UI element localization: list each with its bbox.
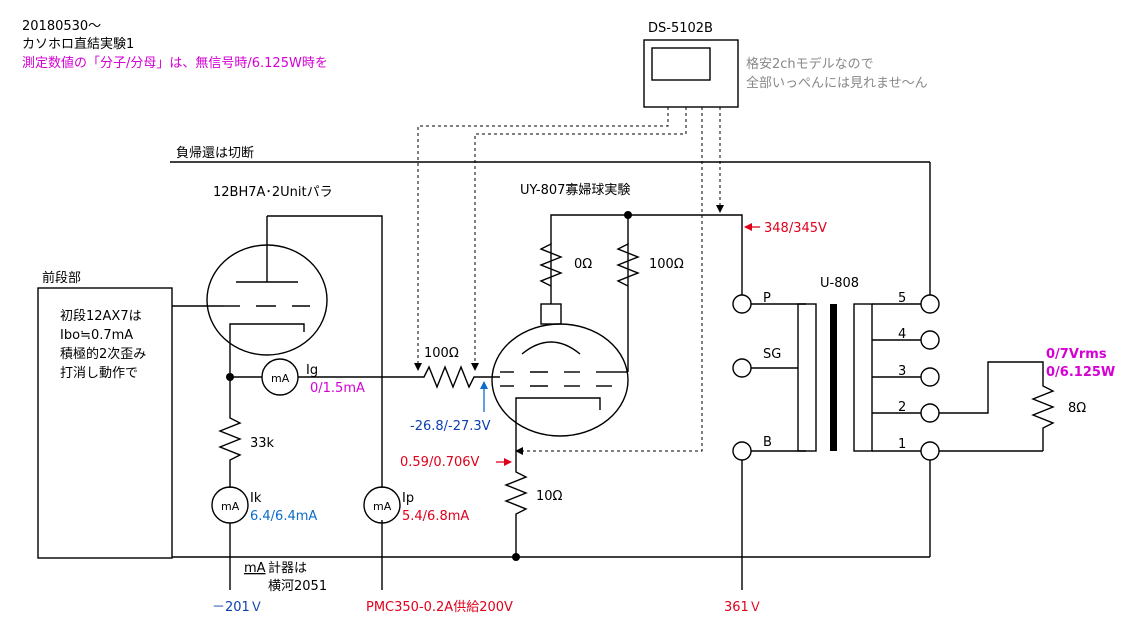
- output-tube-plate: [521, 341, 581, 355]
- terminal-4-label: 4: [898, 327, 906, 342]
- front-end-line3: 積極的2次歪み: [60, 346, 146, 362]
- output-tube-label: UY-807寡婦球実験: [520, 182, 630, 198]
- secondary-winding: [853, 303, 873, 452]
- plate-supply-label: 361Ｖ: [724, 600, 762, 615]
- meter-ik-value: 6.4/6.4mA: [250, 509, 317, 524]
- front-end-block: 前段部 初段12AX7は Ibo≒0.7mA 積極的2次歪み 打消し動作で: [37, 270, 173, 559]
- transformer-core: [830, 304, 837, 451]
- output-tube-cathode: [515, 397, 601, 420]
- probe-lead-grid2: [471, 107, 687, 371]
- front-end-title: 前段部: [42, 270, 81, 286]
- terminal-b-label: B: [763, 435, 772, 450]
- resistor-cathode-10: [504, 466, 528, 557]
- driver-tube-label: 12BH7A･2Unitパラ: [213, 185, 333, 200]
- terminal-5-label: 5: [898, 291, 906, 306]
- experiment-title: カソホロ直結実験1: [22, 36, 134, 52]
- terminal-1-label: 1: [898, 437, 906, 452]
- front-end-line1: 初段12AX7は: [60, 309, 142, 324]
- driver-plate-wire: [267, 215, 383, 488]
- output-tube: UY-807寡婦球実験: [491, 182, 630, 437]
- negative-supply-label: －201Ｖ: [212, 600, 263, 615]
- primary-winding: [797, 303, 817, 452]
- oscilloscope: DS-5102B 格安2chモデルなので 全部いっぺんには見れませ～ん: [643, 21, 928, 108]
- cathode-voltage: 0.59/0.706V: [400, 455, 480, 470]
- oscilloscope-body: [643, 39, 739, 108]
- scope-probe-leads: [414, 107, 724, 455]
- resistor-screen-100-value: 100Ω: [649, 257, 684, 272]
- resistor-grid-100: [418, 365, 500, 389]
- oscilloscope-screen: [651, 47, 711, 81]
- scope-note-line2: 全部いっぺんには見れませ～ん: [746, 75, 928, 91]
- header-notes: 20180530～ カソホロ直結実験1 測定数値の「分子/分母」は、無信号時/6…: [22, 19, 328, 71]
- probe-lead-cathode: [515, 107, 703, 455]
- terminal-5: [920, 294, 940, 314]
- resistor-screen-0: [539, 242, 563, 292]
- output-tube-envelope: [491, 323, 629, 437]
- output-voltage: 0/7Vrms: [1046, 347, 1107, 362]
- terminal-sg: [732, 358, 752, 378]
- terminal-1: [920, 441, 940, 461]
- plate-bus: [550, 214, 743, 295]
- resistor-grid-value: 100Ω: [424, 346, 459, 361]
- driver-tube: 12BH7A･2Unitパラ: [172, 185, 333, 356]
- resistor-speaker-8: [1031, 382, 1055, 451]
- output-transformer: U-808 P SG B 5 4 3 2 1: [732, 276, 940, 461]
- resistor-33k: [218, 412, 242, 488]
- meter-ip-value: 5.4/6.8mA: [402, 509, 469, 524]
- driver-cathode: [229, 323, 305, 345]
- terminal-2-label: 2: [898, 400, 906, 415]
- front-end-box: [37, 287, 173, 559]
- meter-ip: mA Ip 5.4/6.8mA: [363, 486, 469, 524]
- speaker-wire-top: [939, 361, 1044, 414]
- meter-note-line2: 横河2051: [268, 579, 327, 594]
- scope-note-line1: 格安2chモデルなので: [746, 56, 874, 72]
- resistor-33k-value: 33k: [250, 436, 275, 451]
- resistor-screen-0-value: 0Ω: [574, 257, 592, 272]
- resistor-speaker-value: 8Ω: [1068, 401, 1086, 416]
- measurement-note: 測定数値の「分子/分母」は、無信号時/6.125W時を: [22, 55, 328, 71]
- driver-supply-label: PMC350-0.2A供給200V: [366, 600, 513, 615]
- grid-voltage: -26.8/-27.3V: [410, 419, 491, 434]
- terminal-3-label: 3: [898, 364, 906, 379]
- meter-ig-unit: mA: [271, 372, 290, 385]
- output-power: 0/6.125W: [1046, 365, 1115, 380]
- meter-ig: mA Ig 0/1.5mA: [261, 358, 365, 396]
- meter-ik-unit: mA: [221, 500, 240, 513]
- front-end-line4: 打消し動作で: [60, 366, 138, 381]
- meter-ik-label: Ik: [250, 491, 262, 506]
- transformer-label: U-808: [820, 276, 859, 291]
- output-tube-cap: [540, 303, 562, 325]
- terminal-p: [732, 294, 752, 314]
- terminal-sg-label: SG: [763, 347, 781, 362]
- meter-note-line1: 計器は: [268, 560, 307, 576]
- terminal-3: [920, 367, 940, 387]
- date-label: 20180530～: [22, 19, 101, 34]
- plate-voltage: 348/345V: [764, 221, 827, 236]
- terminal-4: [920, 330, 940, 350]
- resistor-screen-100: [616, 242, 640, 295]
- front-end-line2: Ibo≒0.7mA: [60, 328, 133, 343]
- meter-ip-label: Ip: [402, 491, 414, 506]
- meter-ig-value: 0/1.5mA: [310, 381, 365, 396]
- feedback-note: 負帰還は切断: [176, 145, 254, 161]
- meter-ip-unit: mA: [373, 500, 392, 513]
- terminal-2: [920, 403, 940, 423]
- meter-note-unit: mA: [244, 561, 266, 576]
- plate-bus-node: [624, 211, 632, 219]
- meter-ik: mA Ik 6.4/6.4mA: [211, 486, 317, 524]
- terminal-b: [732, 441, 752, 461]
- resistor-cathode-value: 10Ω: [536, 489, 563, 504]
- probe-lead-grid: [414, 107, 669, 371]
- terminal-p-label: P: [763, 291, 771, 306]
- oscilloscope-model: DS-5102B: [648, 21, 713, 36]
- meter-ig-label: Ig: [306, 363, 318, 378]
